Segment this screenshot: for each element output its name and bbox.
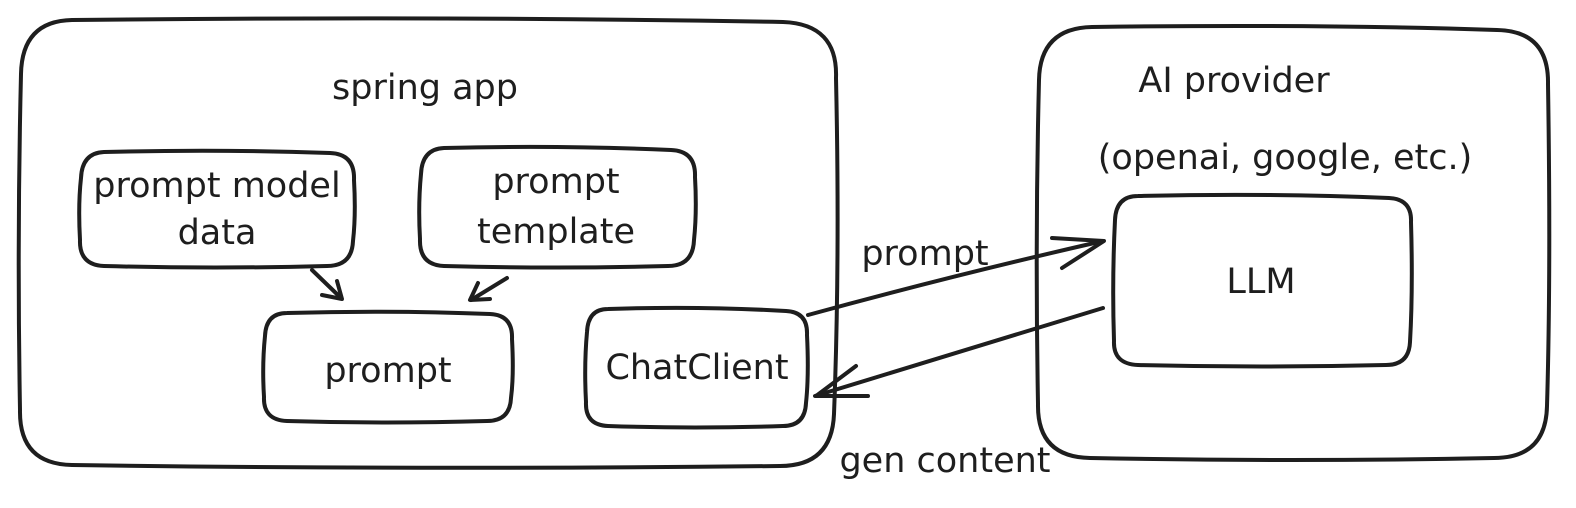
ai-provider-container: AI provider (openai, google, etc.) — [1034, 24, 1552, 462]
arrow-head — [320, 279, 344, 301]
chat-client-node: ChatClient — [583, 305, 810, 430]
arrow-shaft — [813, 306, 1105, 398]
ai-provider-border — [1034, 24, 1552, 462]
arrow-prompt-request: prompt — [806, 234, 1106, 317]
arrow-model-data-to-prompt — [310, 268, 344, 301]
prompt-edge-label: prompt — [861, 234, 988, 274]
llm-label: LLM — [1226, 262, 1295, 302]
spring-app-title: spring app — [332, 68, 518, 108]
chat-client-border — [583, 305, 810, 430]
arrow-template-to-prompt — [468, 276, 509, 302]
chat-client-label: ChatClient — [605, 348, 788, 388]
gen-content-edge-label: gen content — [839, 441, 1050, 481]
prompt-template-label: template — [477, 212, 635, 252]
spring-app-container: spring app — [16, 16, 840, 470]
arrow-shaft — [469, 276, 509, 302]
ai-provider-title: AI provider — [1138, 61, 1330, 101]
arrow-shaft — [806, 239, 1105, 317]
llm-border — [1111, 192, 1414, 369]
prompt-border — [261, 309, 515, 425]
arrow-gen-content-response: gen content — [813, 306, 1105, 481]
prompt-template-node: prompt template — [417, 144, 698, 270]
arrow-head — [814, 364, 870, 398]
arrow-shaft — [310, 268, 343, 300]
ai-provider-subtitle: (openai, google, etc.) — [1098, 138, 1472, 178]
prompt-model-data-label: data — [178, 213, 257, 253]
prompt-template-label: prompt — [492, 162, 619, 202]
arrow-head — [468, 281, 492, 302]
llm-node: LLM — [1111, 192, 1414, 369]
prompt-model-data-label: prompt model — [93, 166, 340, 206]
spring-app-border — [16, 16, 840, 470]
prompt-model-data-border — [77, 148, 357, 270]
prompt-model-data-node: prompt model data — [77, 148, 357, 270]
prompt-template-border — [417, 144, 698, 270]
arrow-head — [1050, 236, 1106, 270]
prompt-label: prompt — [324, 351, 451, 391]
prompt-node: prompt — [261, 309, 515, 425]
